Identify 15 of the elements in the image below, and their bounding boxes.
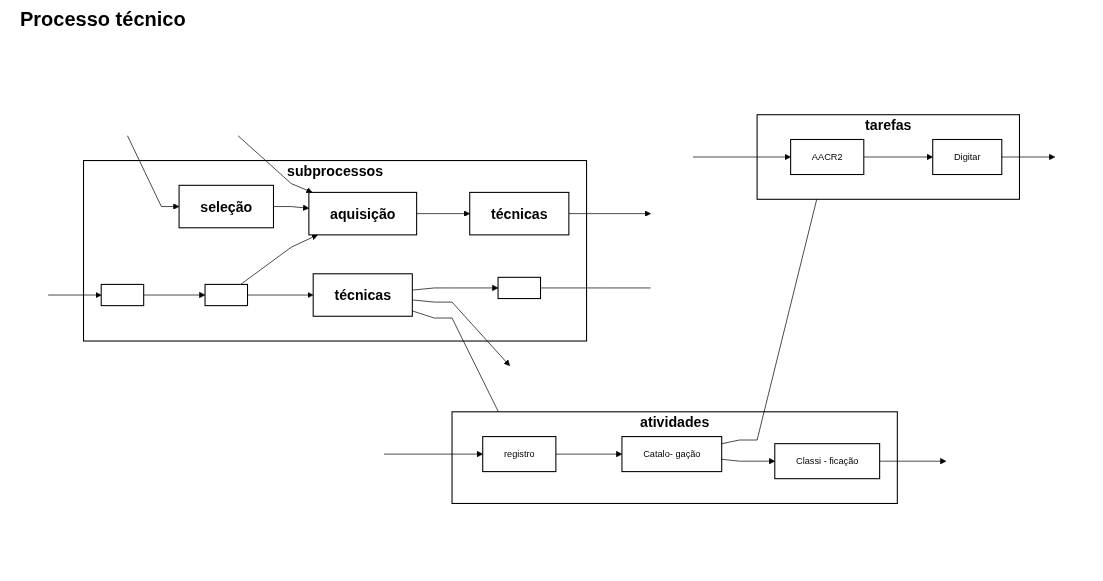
- diagram-title: Processo técnico: [20, 8, 186, 31]
- node-box: AACR2: [790, 138, 865, 176]
- node-box: [100, 283, 145, 307]
- node-box: [497, 276, 542, 300]
- connector: [540, 287, 651, 289]
- connector: [721, 198, 818, 445]
- node-box: [204, 283, 249, 307]
- node-box: seleção: [178, 184, 274, 229]
- node-box: técnicas: [469, 191, 570, 236]
- node-box: registro: [482, 436, 557, 473]
- node-box: aquisição: [308, 191, 418, 236]
- node-box: Classi - ficação: [774, 443, 881, 480]
- node-box: Catalo- gação: [621, 436, 723, 473]
- node-box: técnicas: [312, 273, 413, 317]
- node-box: Digitar: [932, 138, 1003, 176]
